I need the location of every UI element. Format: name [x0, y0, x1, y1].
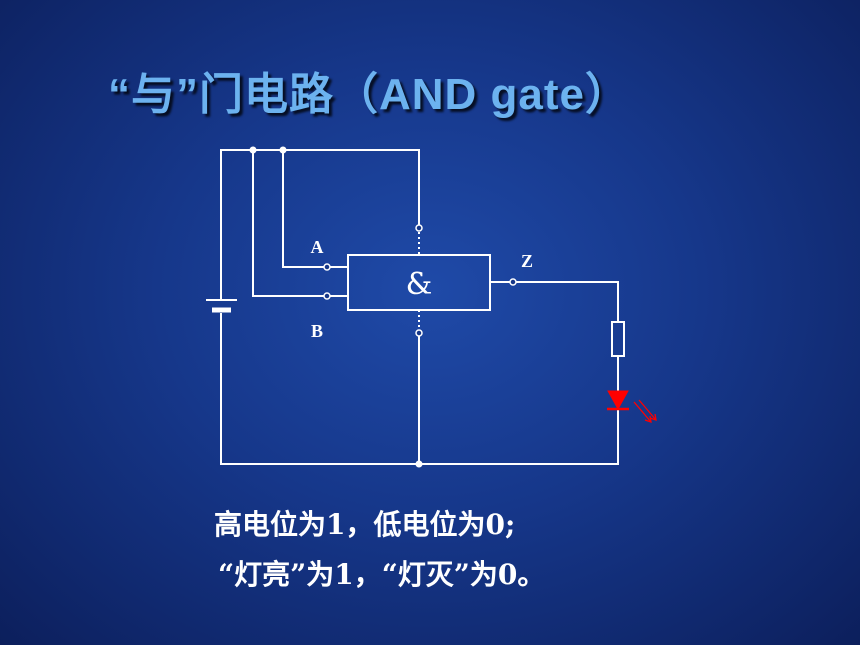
- junction-top-a: [279, 146, 287, 154]
- label-b: B: [311, 321, 323, 341]
- junction-top-b: [249, 146, 257, 154]
- terminal-supply: [415, 224, 423, 232]
- led-icon: [607, 390, 657, 423]
- output-wire: [516, 281, 619, 323]
- and-gate-symbol: &: [406, 267, 433, 302]
- terminal-ground: [415, 329, 423, 337]
- resistor-symbol: [611, 321, 625, 357]
- battery-symbol: [206, 299, 237, 313]
- caption-line-1: 高电位为1，低电位为0;: [214, 508, 516, 541]
- caption-line-2: “灯亮”为1，“灯灭”为0。: [218, 558, 546, 591]
- label-z: Z: [521, 251, 533, 271]
- input-b-wire: [252, 149, 326, 297]
- label-a: A: [311, 237, 324, 257]
- terminal-a: [323, 263, 331, 271]
- and-gate-box: [347, 254, 491, 311]
- terminal-z: [509, 278, 517, 286]
- junction-bottom: [415, 460, 423, 468]
- slide-title: “与”门电路（AND gate）: [108, 70, 631, 119]
- input-a-wire: [282, 149, 326, 268]
- terminal-b: [323, 292, 331, 300]
